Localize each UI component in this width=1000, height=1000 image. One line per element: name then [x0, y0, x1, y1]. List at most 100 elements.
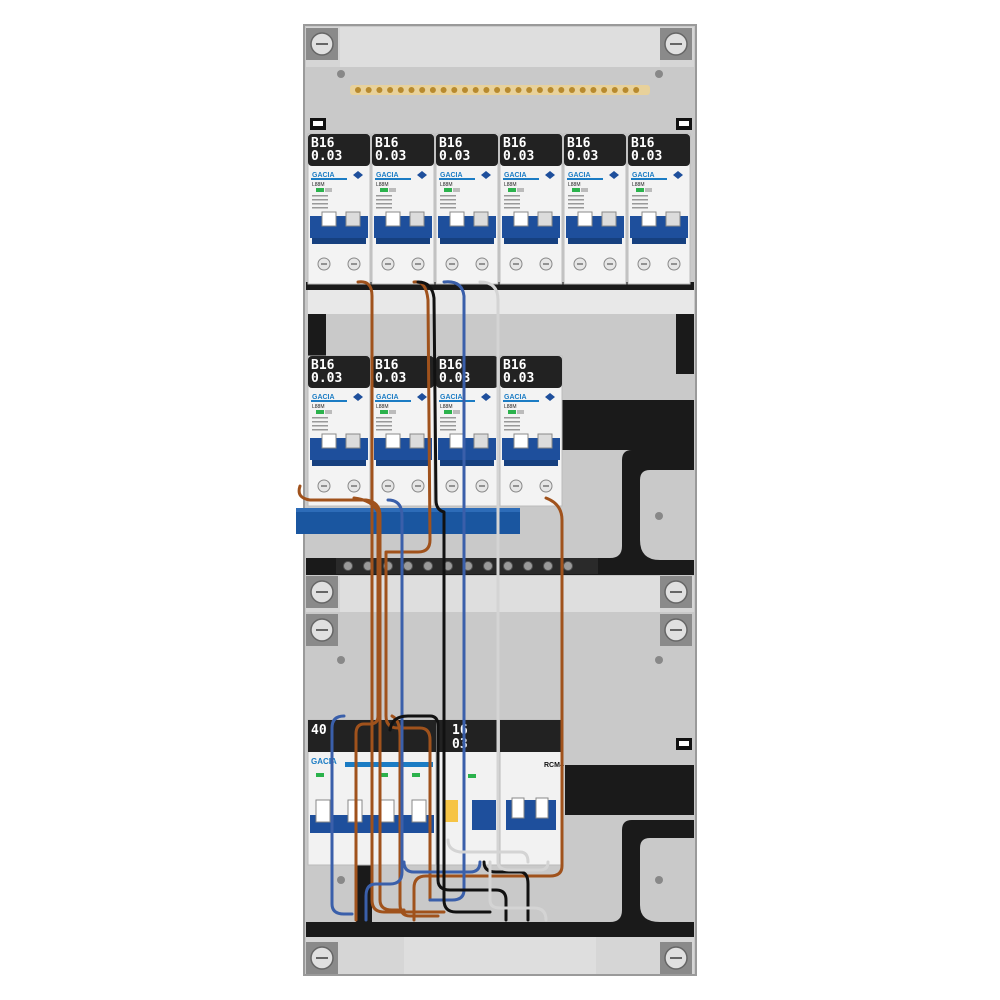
rcm-device[interactable]: RCM4 [499, 719, 564, 866]
busbar-screw [622, 87, 629, 93]
fixing-dot [337, 656, 345, 664]
breaker-model: L88M [376, 404, 389, 410]
bottom-mcb[interactable]: 16 03 [437, 719, 501, 866]
breaker-model: L88M [568, 182, 581, 188]
fixing-dot [655, 70, 663, 78]
busbar-screw [440, 87, 447, 93]
terminal-screw [343, 561, 353, 571]
breaker-row-top: B160.03GACIAL88MB160.03GACIAL88MB160.03G… [307, 133, 691, 285]
busbar-screw [429, 87, 436, 93]
wire-black [416, 280, 492, 914]
breaker-rating: B16 [503, 358, 527, 373]
brand-logo-icon [545, 393, 555, 401]
busbar-screw [633, 87, 640, 93]
breaker-brand: GACIA [568, 172, 591, 179]
brand-logo-icon [545, 171, 555, 179]
busbar-screw [387, 87, 394, 93]
wire-black [482, 860, 530, 922]
wire-grey [488, 860, 548, 922]
breaker-brand: GACIA [312, 394, 335, 401]
wiring [297, 280, 564, 922]
terminal-screw [543, 561, 553, 571]
fixing-dot [655, 512, 663, 520]
breaker-model: L88M [440, 182, 453, 188]
wire-grey [478, 280, 550, 872]
earth-busbar [350, 85, 650, 95]
brand-logo-icon [353, 393, 363, 401]
breaker-model: L88M [312, 182, 325, 188]
mounting-screws [306, 28, 692, 974]
fixing-dot [655, 876, 663, 884]
breaker-rating: B16 [567, 136, 591, 151]
wire-blue [402, 860, 482, 874]
wire-brown [356, 280, 446, 914]
brand-logo-icon [609, 171, 619, 179]
busbar-screw [579, 87, 586, 93]
busbar-screw [536, 87, 543, 93]
busbar-screw [472, 87, 479, 93]
busbar-screw [590, 87, 597, 93]
breaker-sensitivity: 0.03 [375, 371, 406, 386]
rcm-label: RCM4 [544, 762, 564, 769]
breaker-sensitivity: 0.03 [503, 371, 534, 386]
breaker-sensitivity: 0.03 [311, 149, 342, 164]
busbar-screw [611, 87, 618, 93]
breaker-sensitivity: 0.03 [311, 371, 342, 386]
breaker-model: L88M [504, 182, 517, 188]
busbar-screw [365, 87, 372, 93]
busbar-screw [355, 87, 361, 93]
terminal-screw [403, 561, 413, 571]
screw-icon [306, 942, 338, 974]
terminal-screw [523, 561, 533, 571]
fixing-dot [337, 70, 345, 78]
breaker-model: L88M [312, 404, 325, 410]
wire-blue [364, 498, 404, 922]
fixing-dot [655, 656, 663, 664]
breaker-model: L88M [376, 182, 389, 188]
breaker-rating: B16 [503, 136, 527, 151]
busbar-screw [547, 87, 554, 93]
brand-logo-icon [353, 171, 363, 179]
comb-busbar [296, 508, 520, 534]
breaker-model: L88M [632, 182, 645, 188]
breaker-row-middle: B160.03GACIAL88MB160.03GACIAL88MB160.03G… [307, 355, 563, 507]
busbar-screw [601, 87, 608, 93]
breaker-brand: GACIA [376, 172, 399, 179]
breaker-brand: GACIA [376, 394, 399, 401]
breaker-sensitivity: 0.03 [375, 149, 406, 164]
wire-blue [330, 714, 354, 916]
screw-icon [306, 28, 338, 60]
terminal-screw [483, 561, 493, 571]
wire-brown [297, 484, 406, 912]
brand-logo-icon [417, 171, 427, 179]
busbar-screw [408, 87, 415, 93]
breaker-brand: GACIA [632, 172, 655, 179]
breaker-rating: B16 [311, 358, 335, 373]
wire-grey [446, 838, 530, 864]
breaker-brand: GACIA [440, 172, 463, 179]
busbar-screw [558, 87, 565, 93]
busbar-screw [569, 87, 575, 93]
breaker-row-bottom: 40 GACIA 16 03 RCM4 [307, 719, 564, 866]
busbar-screw [397, 87, 404, 93]
breaker-rating: B16 [631, 136, 655, 151]
breaker-brand: GACIA [440, 394, 463, 401]
busbar-screw [451, 87, 458, 93]
breaker-sensitivity: 0.03 [503, 149, 534, 164]
breaker-rating: B16 [375, 136, 399, 151]
terminal-screw [423, 561, 433, 571]
screw-icon [660, 576, 692, 608]
breaker-sensitivity: 0.03 [439, 371, 470, 386]
screw-icon [660, 28, 692, 60]
